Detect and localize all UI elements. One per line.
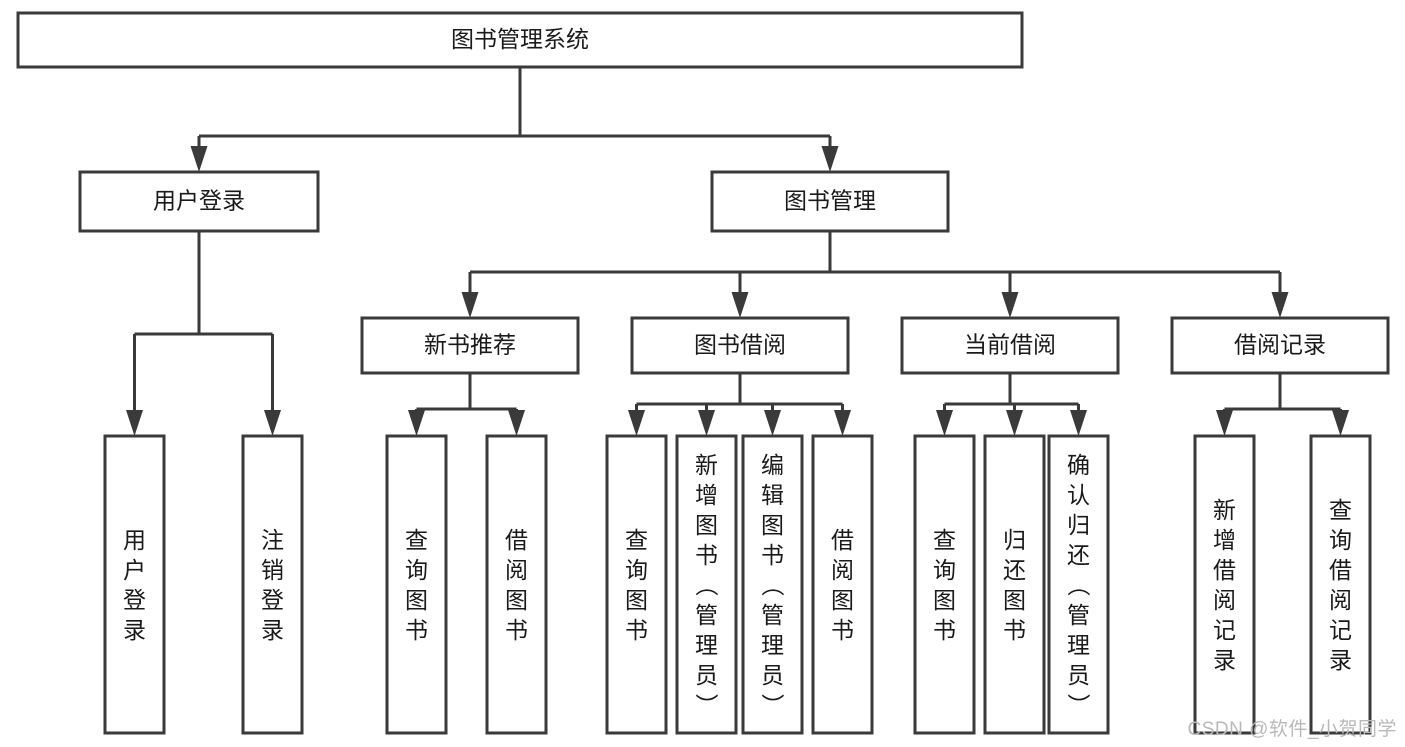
node-label: 编辑图书 管理员 <box>761 452 784 688</box>
arrow-head-icon <box>764 410 781 436</box>
arrow-head-icon <box>1271 292 1289 318</box>
node-box[interactable] <box>605 434 668 735</box>
node-box[interactable] <box>983 434 1046 735</box>
node-label: 用户登录 <box>123 527 146 643</box>
node-label: 图书管理 <box>784 188 876 214</box>
node-box[interactable] <box>241 434 304 735</box>
node-borrow-record[interactable]: 借阅记录 <box>1170 316 1390 375</box>
node-label: 确认归还 管理员 <box>1067 452 1090 688</box>
arrow-head-icon <box>731 292 749 318</box>
node-label: 借阅图书 <box>505 527 528 643</box>
node-label: 归还图书 <box>1003 527 1026 643</box>
arrow-head-icon <box>1001 292 1019 318</box>
arrow-head-icon <box>821 146 839 172</box>
node-user-login[interactable]: 用户登录 <box>78 170 320 233</box>
node-box[interactable] <box>675 434 738 735</box>
node-leaf-add-book[interactable]: 新增图书 管理员 （ ） <box>675 434 738 735</box>
node-book-manage[interactable]: 图书管理 <box>710 170 950 233</box>
node-box[interactable] <box>103 434 166 735</box>
node-box[interactable] <box>630 316 850 375</box>
node-leaf-logout[interactable]: 注销登录 <box>241 434 304 735</box>
node-label: 查询借阅记录 <box>1329 497 1352 673</box>
node-box[interactable] <box>485 434 548 735</box>
arrow-head-icon <box>1216 410 1233 436</box>
node-leaf-query-record[interactable]: 查询借阅记录 <box>1309 434 1372 735</box>
node-current-borrow[interactable]: 当前借阅 <box>900 316 1120 375</box>
arrow-head-icon <box>508 410 525 436</box>
arrow-head-icon <box>628 410 645 436</box>
node-label-paren: ） <box>1066 693 1092 716</box>
node-label: 新增借阅记录 <box>1213 497 1236 673</box>
arrow-head-icon <box>461 292 479 318</box>
arrow-head-icon <box>126 410 143 436</box>
node-leaf-query-book-1[interactable]: 查询图书 <box>385 434 448 735</box>
connector-layer <box>126 67 1349 436</box>
node-box[interactable] <box>16 11 1024 69</box>
connector-group-new-book-rec <box>408 373 525 436</box>
node-box[interactable] <box>900 316 1120 375</box>
node-label: 用户登录 <box>153 188 245 214</box>
connector-group-current-borrow <box>936 373 1087 436</box>
arrow-head-icon <box>1006 410 1023 436</box>
node-leaf-borrow-book-1[interactable]: 借阅图书 <box>485 434 548 735</box>
node-box[interactable] <box>710 170 950 233</box>
arrow-head-icon <box>264 410 281 436</box>
node-layer: 图书管理系统用户登录图书管理新书推荐图书借阅当前借阅借阅记录用户登录注销登录查询… <box>16 11 1390 735</box>
arrow-head-icon <box>1332 410 1349 436</box>
node-label-paren: ） <box>694 693 720 716</box>
node-leaf-borrow-book-2[interactable]: 借阅图书 <box>811 434 874 735</box>
arrow-head-icon <box>1070 410 1087 436</box>
node-root[interactable]: 图书管理系统 <box>16 11 1024 69</box>
node-label-paren: （ <box>760 573 786 596</box>
connector-group-book-borrow <box>628 373 851 436</box>
node-label: 图书管理系统 <box>451 26 589 52</box>
node-label: 查询图书 <box>625 527 648 643</box>
node-leaf-edit-book[interactable]: 编辑图书 管理员 （ ） <box>741 434 804 735</box>
node-new-book-rec[interactable]: 新书推荐 <box>360 316 580 375</box>
node-leaf-query-book-2[interactable]: 查询图书 <box>605 434 668 735</box>
node-label: 查询图书 <box>933 527 956 643</box>
connector-group-root <box>190 67 839 172</box>
node-leaf-user-login[interactable]: 用户登录 <box>103 434 166 735</box>
node-label: 注销登录 <box>261 527 284 643</box>
node-label: 借阅图书 <box>831 527 854 643</box>
node-label-paren: （ <box>1066 573 1092 596</box>
node-box[interactable] <box>913 434 976 735</box>
node-label: 新增图书 管理员 <box>695 452 718 688</box>
connector-group-borrow-record <box>1216 373 1349 436</box>
node-box[interactable] <box>1170 316 1390 375</box>
node-box[interactable] <box>360 316 580 375</box>
node-label: 当前借阅 <box>964 332 1056 358</box>
node-leaf-query-book-3[interactable]: 查询图书 <box>913 434 976 735</box>
node-box[interactable] <box>811 434 874 735</box>
arrow-head-icon <box>834 410 851 436</box>
connector-group-book-manage <box>461 231 1289 318</box>
arrow-head-icon <box>936 410 953 436</box>
connector-group-user-login <box>126 231 281 436</box>
node-leaf-return-book[interactable]: 归还图书 <box>983 434 1046 735</box>
node-box[interactable] <box>1309 434 1372 735</box>
node-box[interactable] <box>1193 434 1256 735</box>
node-box[interactable] <box>741 434 804 735</box>
node-box[interactable] <box>78 170 320 233</box>
node-label: 图书借阅 <box>694 332 786 358</box>
node-label-paren: （ <box>694 573 720 596</box>
node-label: 新书推荐 <box>424 332 516 358</box>
node-box[interactable] <box>385 434 448 735</box>
node-box[interactable] <box>1047 434 1110 735</box>
node-book-borrow[interactable]: 图书借阅 <box>630 316 850 375</box>
watermark-text: CSDN @软件_小贺同学 <box>1187 719 1397 740</box>
node-leaf-confirm-return[interactable]: 确认归还 管理员 （ ） <box>1047 434 1110 735</box>
arrow-head-icon <box>698 410 715 436</box>
node-leaf-add-record[interactable]: 新增借阅记录 <box>1193 434 1256 735</box>
arrow-head-icon <box>408 410 425 436</box>
arrow-head-icon <box>190 146 208 172</box>
node-label: 查询图书 <box>405 527 428 643</box>
node-label-paren: ） <box>760 693 786 716</box>
node-label: 借阅记录 <box>1234 332 1326 358</box>
